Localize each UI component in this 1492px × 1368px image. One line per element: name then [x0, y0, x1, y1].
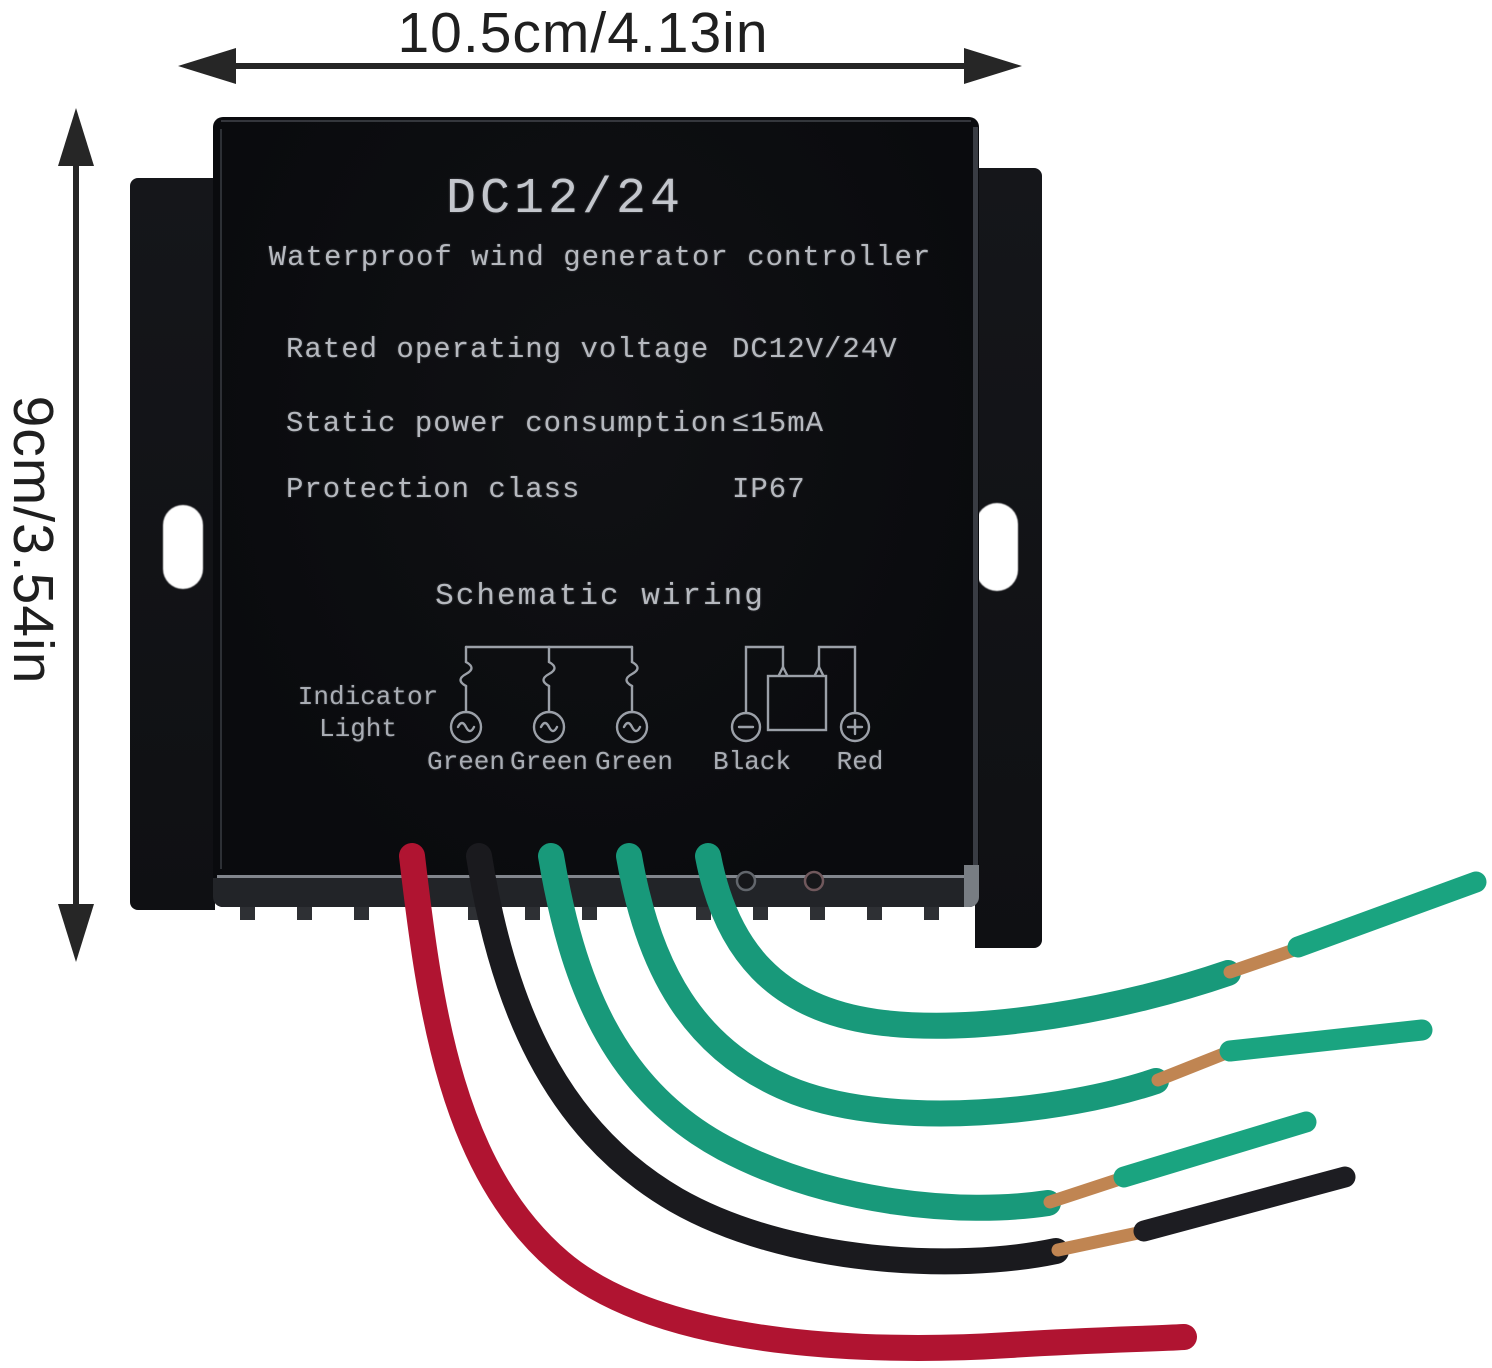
height-dimension-label: 9cm/3.54in	[1, 395, 65, 685]
arrowhead-left-icon	[178, 48, 236, 84]
device-title: DC12/24	[445, 171, 685, 228]
spec-value-consumption: ≤15mA	[732, 407, 825, 440]
mounting-hole-right	[976, 503, 1018, 591]
bottom-bezel	[213, 878, 979, 907]
body-right-edge-highlight	[973, 127, 978, 872]
device-subtitle: Waterproof wind generator controller	[268, 241, 932, 274]
mounting-hole-left	[163, 505, 203, 589]
lamp-wire-label-green-2: Green	[509, 747, 589, 777]
wire-green-3-copper	[1043, 1172, 1127, 1209]
controller-body: DC12/24 Waterproof wind generator contro…	[213, 117, 979, 907]
spec-label-voltage: Rated operating voltage	[286, 333, 710, 366]
battery-wire-label-red: Red	[836, 747, 884, 777]
wire-green-1-copper	[1223, 943, 1301, 979]
spec-value-protection: IP67	[732, 473, 806, 506]
spec-label-consumption: Static power consumption	[286, 407, 728, 440]
bottom-right-tab	[964, 865, 979, 907]
wire-green-2-copper	[1151, 1046, 1233, 1087]
terminal-teeth-row	[240, 905, 964, 920]
battery-wire-label-black: Black	[712, 747, 792, 777]
wire-green-1-sleeve	[1287, 871, 1487, 958]
width-dimension-label: 10.5cm/4.13in	[397, 1, 769, 65]
indicator-light-label-line1: Indicator	[297, 682, 439, 712]
arrowhead-right-icon	[964, 48, 1022, 84]
spec-value-voltage: DC12V/24V	[732, 333, 898, 366]
wire-green-3-sleeve	[1113, 1111, 1317, 1188]
arrowhead-down-icon	[58, 904, 94, 962]
schematic-title: Schematic wiring	[435, 579, 765, 614]
wire-red	[399, 843, 1197, 1361]
wire-black-sleeve	[1133, 1166, 1356, 1242]
body-left-edge-highlight	[220, 129, 222, 869]
spec-label-protection: Protection class	[286, 473, 581, 506]
indicator-light-label-line2: Light	[318, 714, 398, 744]
arrowhead-up-icon	[58, 108, 94, 166]
lamp-wire-label-green-1: Green	[426, 747, 506, 777]
bottom-bezel-line	[217, 875, 975, 878]
body-top-edge-highlight	[221, 120, 971, 122]
lamp-wire-label-green-3: Green	[594, 747, 674, 777]
wire-black-copper	[1051, 1226, 1145, 1257]
wire-green-2-sleeve	[1219, 1019, 1433, 1062]
